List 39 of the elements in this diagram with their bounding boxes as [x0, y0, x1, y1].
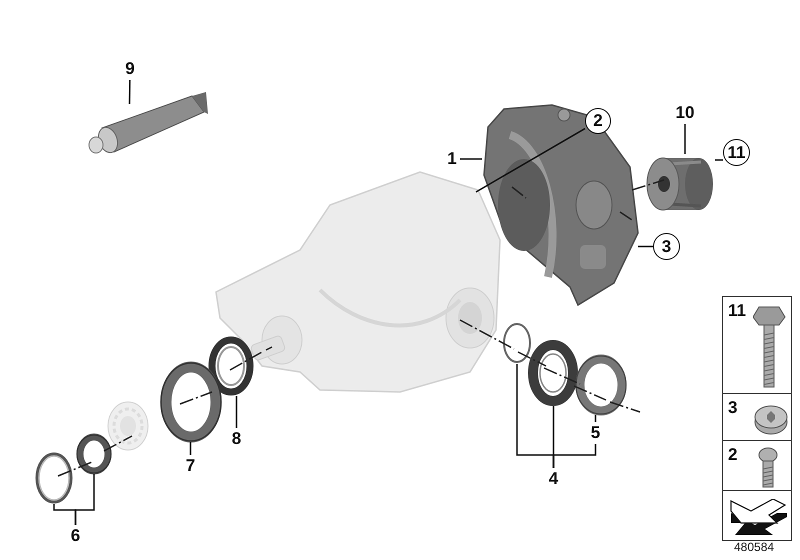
part-cell: [722, 393, 792, 441]
callout-number: 6: [67, 525, 84, 547]
callout-number: 10: [672, 102, 698, 124]
tube-drawing: [88, 92, 208, 154]
leader-line: [476, 128, 586, 193]
callout-number: 2: [728, 445, 738, 465]
callout-number: 11: [728, 301, 746, 321]
part-cell: [722, 490, 792, 541]
leader-line: [715, 159, 723, 161]
callout-number: 1: [444, 148, 460, 170]
leader-line: [128, 80, 131, 104]
leader-line: [236, 396, 238, 428]
leader-line: [460, 158, 482, 160]
leader-line: [638, 246, 653, 248]
leader-line: [552, 444, 596, 468]
callout-number: 2: [585, 108, 611, 134]
callout-number: 8: [228, 428, 245, 450]
leader-line: [74, 474, 95, 525]
threaded-ring-drawing: [575, 355, 627, 415]
seal-ring-drawing: [528, 340, 578, 406]
seal-ring-drawing: [208, 336, 254, 396]
callout-number: 3: [653, 233, 680, 260]
washer-drawing: [160, 362, 222, 442]
callout-number: 3: [728, 398, 738, 418]
part-cell: [722, 296, 792, 394]
part-cell: [722, 440, 792, 491]
o-ring-drawing: [502, 322, 532, 364]
housing-cover-drawing: [482, 105, 638, 305]
leader-line: [684, 124, 686, 154]
callout-number: 4: [545, 468, 562, 490]
collar-nut-drawing: [76, 434, 112, 474]
callout-number: 11: [723, 139, 750, 166]
snap-ring-drawing: [35, 452, 73, 504]
callout-number: 7: [182, 455, 199, 477]
callout-number: 9: [121, 58, 139, 80]
leader-line: [190, 442, 192, 455]
diagram-number: 480584: [734, 540, 774, 554]
callout-number: 5: [587, 422, 604, 444]
leader-line: [594, 415, 596, 422]
